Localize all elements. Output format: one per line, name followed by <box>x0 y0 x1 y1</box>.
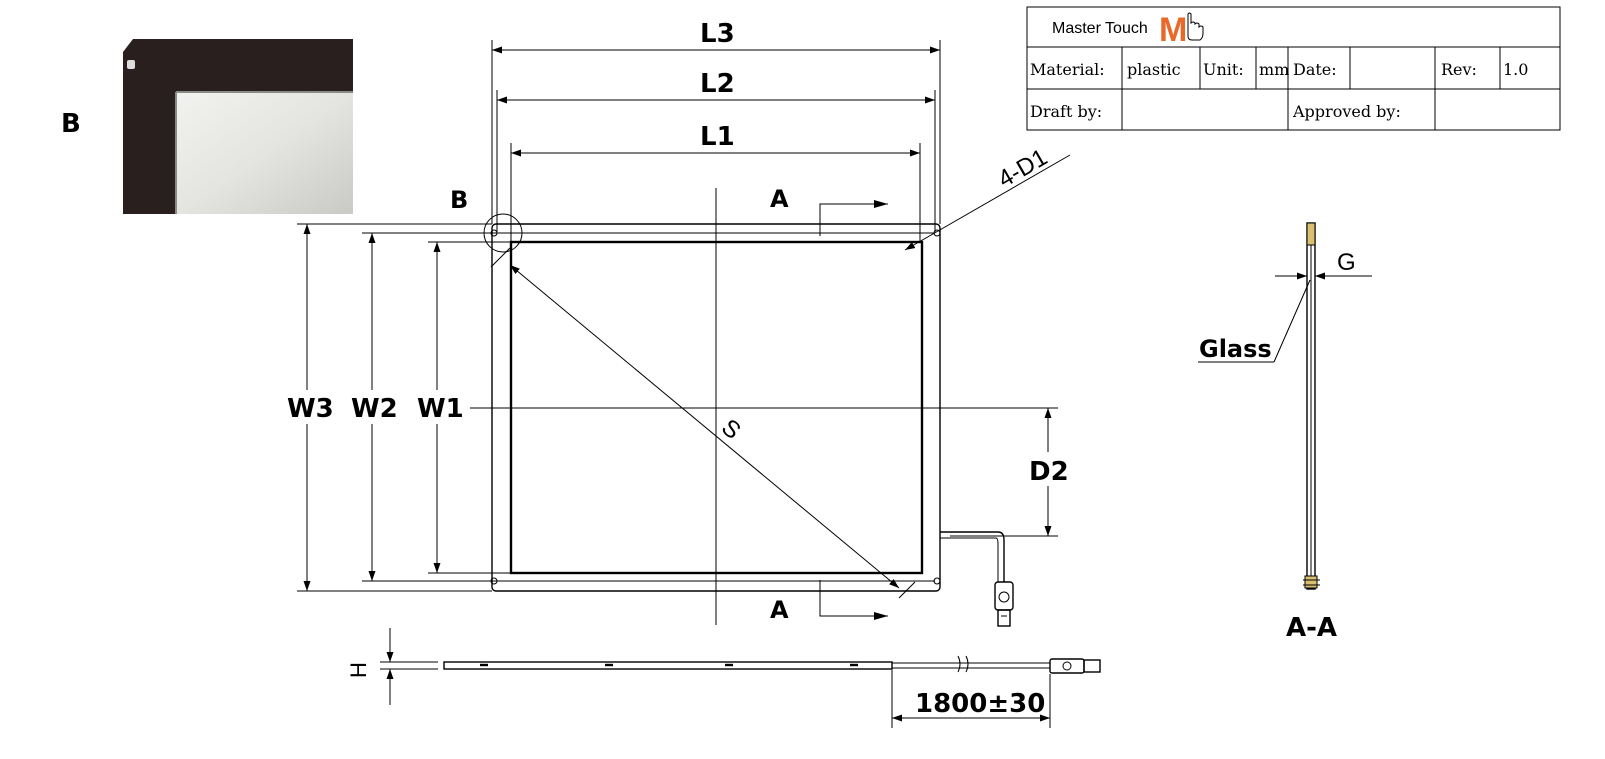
dim-w3: W3 <box>287 394 334 424</box>
rev-label: Rev: <box>1441 60 1477 79</box>
dim-l2: L2 <box>700 69 735 99</box>
title-block: Master Touch M Material: plastic Unit: m… <box>1026 6 1561 131</box>
mounting-hole <box>933 577 941 585</box>
section-title: A-A <box>1286 613 1337 643</box>
detail-b-view: B <box>61 39 353 214</box>
dim-g: G <box>1337 249 1356 276</box>
date-label: Date: <box>1293 60 1337 79</box>
dim-cable-length: 1800±30 <box>915 689 1045 719</box>
approved-label: Approved by: <box>1292 102 1401 121</box>
dim-w1: W1 <box>417 394 464 424</box>
side-view: H 1800±30 <box>346 628 1101 728</box>
usb-plug-side-icon <box>1049 658 1101 674</box>
dim-l3: L3 <box>700 19 735 49</box>
detail-b-label: B <box>61 109 81 139</box>
screw-hole-icon <box>127 60 135 69</box>
usb-plug-icon <box>994 581 1014 627</box>
material-label: Material: <box>1030 60 1105 79</box>
front-view: B S 4-D1 A A L3 L2 L1 W3 <box>285 19 1072 627</box>
dim-d2: D2 <box>1029 457 1069 487</box>
dim-h: H <box>346 662 371 678</box>
unit-label: Unit: <box>1203 60 1244 79</box>
pointer-hand-icon <box>1187 12 1204 41</box>
rev-value: 1.0 <box>1503 60 1528 79</box>
material-value: plastic <box>1127 60 1181 79</box>
glass-label: Glass <box>1199 335 1272 363</box>
detail-b-marker: B <box>450 186 468 214</box>
draft-label: Draft by: <box>1030 102 1102 121</box>
unit-value: mm <box>1259 60 1289 79</box>
glass-corner-image <box>176 92 353 214</box>
break-symbol <box>957 655 969 673</box>
brand-name: Master Touch <box>1052 20 1148 37</box>
section-marker-top: A <box>770 185 789 213</box>
dim-w2: W2 <box>351 394 398 424</box>
section-marker-bottom: A <box>770 596 789 624</box>
hole-callout: 4-D1 <box>994 144 1053 193</box>
dim-l1: L1 <box>700 122 735 152</box>
brand-logo: M <box>1159 11 1187 49</box>
usb-cable <box>940 531 1005 582</box>
side-frame <box>443 661 893 670</box>
section-view: G Glass A-A <box>1198 222 1372 643</box>
